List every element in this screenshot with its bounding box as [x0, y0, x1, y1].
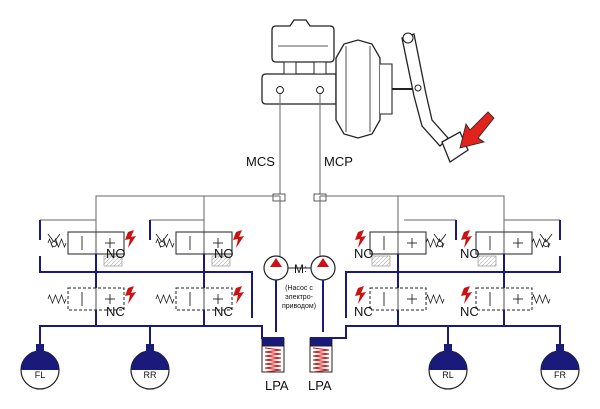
- lpa-cap: [261, 337, 285, 347]
- valve-no: [67, 231, 125, 255]
- lightning-bolt-icon: [355, 286, 366, 304]
- valve-nc: [369, 287, 427, 311]
- spring-icon: [47, 293, 67, 305]
- lightning-bolt-icon: [355, 230, 366, 248]
- check-valve-icon: [155, 233, 169, 248]
- valve-nc-label: NC: [106, 304, 125, 319]
- brake-fluid-reservoir: [271, 19, 335, 63]
- valve-nc-label: NC: [214, 304, 233, 319]
- lightning-bolt-icon: [233, 286, 244, 304]
- lightning-bolt-icon: [461, 286, 472, 304]
- mcp-label: MCP: [324, 154, 353, 169]
- check-valve-icon: [47, 233, 61, 248]
- check-valve-icon: [433, 233, 447, 248]
- brake-lines: [39, 220, 561, 348]
- wheel-rr: RR: [130, 344, 170, 390]
- valve-nc-label: NC: [460, 304, 479, 319]
- brake-pedal: [401, 32, 469, 163]
- wheel-label: RL: [442, 370, 454, 380]
- master-cylinder-body: [261, 73, 337, 105]
- motor-colon: :: [304, 264, 307, 275]
- valve-no-label: NO: [214, 246, 234, 261]
- lpa-spring: [312, 347, 330, 373]
- wheel-fr: FR: [540, 344, 580, 390]
- valve-no: [369, 231, 427, 255]
- spring-icon: [155, 237, 175, 249]
- mcs-port: [276, 86, 284, 94]
- spring-icon: [531, 293, 551, 305]
- wheel-label: RR: [144, 370, 157, 380]
- lightning-bolt-icon: [125, 230, 136, 248]
- wheel-rl: RL: [428, 344, 468, 390]
- lightning-bolt-icon: [125, 286, 136, 304]
- valve-no-label: NO: [106, 246, 126, 261]
- pump-note-line-2: электро-: [285, 294, 314, 301]
- pump-note-line-1: (Насос с: [285, 285, 313, 292]
- red-pointer-arrow-icon: [459, 111, 495, 149]
- brake-booster: [335, 39, 381, 139]
- wheel-label: FR: [554, 370, 566, 380]
- lpa-right: [309, 337, 333, 373]
- supply-lines: [40, 195, 560, 256]
- motor-label: M: [294, 262, 304, 276]
- pump-left-triangle: [270, 258, 282, 267]
- lpa-spring: [264, 347, 282, 373]
- valve-no-label: NO: [354, 246, 374, 261]
- lpa-label-left: LPA: [265, 378, 289, 393]
- spring-icon: [47, 237, 67, 249]
- wheel-fl: FL: [20, 344, 60, 390]
- mcs-label: MCS: [246, 154, 275, 169]
- pump-note-line-3: приводом): [282, 303, 316, 310]
- valve-nc-label: NC: [354, 304, 373, 319]
- lightning-bolt-icon: [461, 230, 472, 248]
- pump-right-triangle: [317, 258, 329, 267]
- valve-nc: [475, 287, 533, 311]
- pump-unit: M : (Насос с электро- приводом): [263, 255, 336, 310]
- wheel-label: FL: [35, 370, 46, 380]
- mcs-sensor: [272, 193, 286, 202]
- mcp-port: [316, 86, 324, 94]
- valve-no-label: NO: [460, 246, 480, 261]
- lpa-label-right: LPA: [308, 378, 332, 393]
- check-valve-icon: [539, 233, 553, 248]
- master-cylinder-assembly: [261, 19, 495, 163]
- spring-icon: [425, 293, 445, 305]
- lightning-bolt-icon: [233, 230, 244, 248]
- lpa-left: [261, 337, 285, 373]
- wheel-cylinders: FL RR RL FR: [20, 344, 580, 390]
- lpa-cap: [309, 337, 333, 347]
- spring-icon: [155, 293, 175, 305]
- valve-no: [475, 231, 533, 255]
